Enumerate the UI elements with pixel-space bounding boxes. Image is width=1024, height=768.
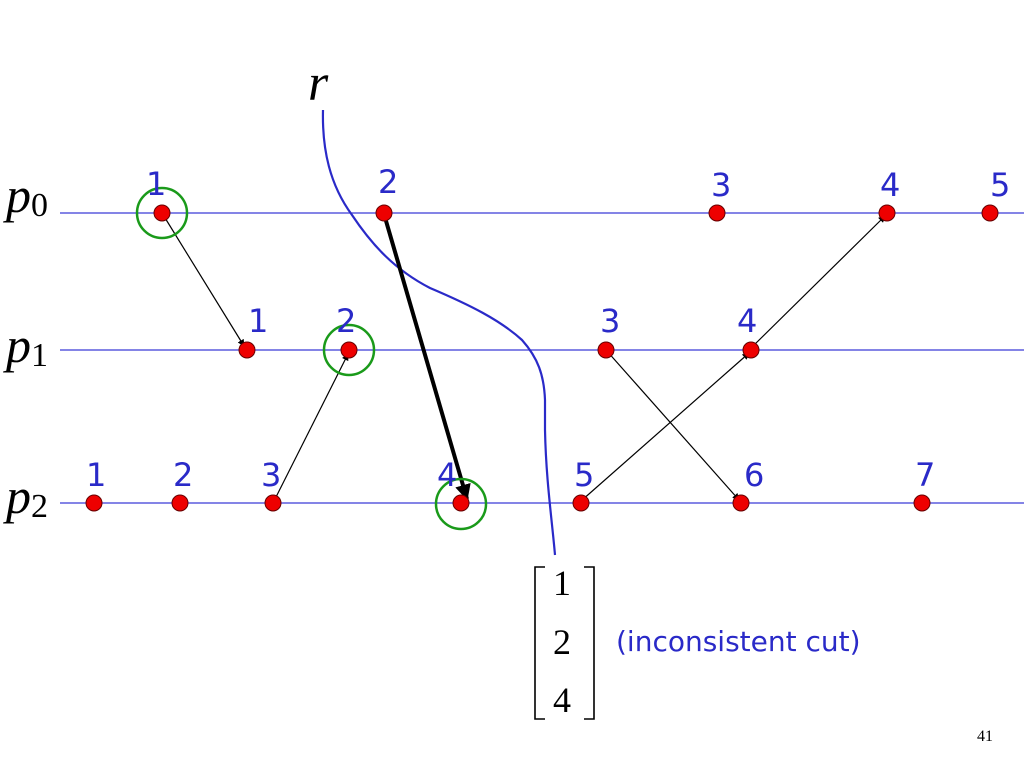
event-p2-5: [572, 494, 590, 512]
event-p2-4: [452, 494, 470, 512]
event-p1-1: [238, 341, 256, 359]
cut-highlight-p1: [322, 323, 376, 377]
event-number-p2-1: 1: [86, 456, 106, 494]
vector-entry-0: 1: [553, 563, 571, 603]
event-p0-5: [981, 204, 999, 222]
event-number-p1-3: 3: [600, 302, 620, 340]
process-sub-p0: 0: [31, 187, 48, 224]
vector-bracket-right: [584, 566, 595, 720]
event-p0-3: [708, 204, 726, 222]
event-p0-4: [878, 204, 896, 222]
message-p0e1-p1e1: [161, 212, 245, 347]
event-p2-2: [171, 494, 189, 512]
process-label-p1: p1: [3, 317, 48, 374]
event-p0-2: [375, 204, 393, 222]
process-label-p2: p2: [3, 468, 48, 525]
event-p1-2: [340, 341, 358, 359]
event-p2-3: [264, 494, 282, 512]
event-number-p0-3: 3: [711, 166, 731, 204]
event-number-p0-1: 1: [146, 165, 166, 203]
event-number-p0-4: 4: [880, 166, 900, 204]
event-number-p1-2: 2: [336, 302, 356, 340]
message-p1e4-p0e4: [749, 215, 886, 350]
event-number-p1-1: 1: [248, 302, 268, 340]
cut-note: (inconsistent cut): [616, 625, 861, 658]
event-number-p0-2: 2: [378, 163, 398, 201]
process-sub-p2: 2: [31, 488, 48, 525]
cut-label: r: [308, 55, 329, 112]
event-p0-1: [153, 204, 171, 222]
event-number-p1-4: 4: [737, 302, 757, 340]
vector-bracket-left: [534, 566, 545, 720]
process-label-p0: p0: [3, 167, 48, 224]
event-number-p2-5: 5: [574, 456, 594, 494]
event-p2-6: [732, 494, 750, 512]
event-p2-1: [85, 494, 103, 512]
page-number: 41: [977, 728, 993, 745]
event-number-p2-3: 3: [261, 456, 281, 494]
event-p1-4: [742, 341, 760, 359]
event-number-p2-4: 4: [437, 456, 457, 494]
event-p2-7: [913, 494, 931, 512]
vector-entry-2: 4: [553, 680, 571, 720]
message-p2e5-p1e4: [580, 352, 750, 502]
message-p0e2-p2e4: [382, 213, 471, 501]
vector-entry-1: 2: [553, 622, 571, 662]
message-p1e3-p2e6: [605, 349, 740, 501]
event-number-p2-6: 6: [744, 456, 764, 494]
cut-highlight-p2: [434, 477, 488, 531]
event-number-p2-7: 7: [915, 456, 935, 494]
event-number-p2-2: 2: [173, 456, 193, 494]
message-p2e3-p1e2: [273, 353, 349, 502]
event-p1-3: [597, 341, 615, 359]
cut-line: [321, 109, 557, 556]
cut-highlight-p0: [135, 186, 189, 240]
event-number-p0-5: 5: [990, 166, 1010, 204]
process-sub-p1: 1: [31, 337, 48, 374]
